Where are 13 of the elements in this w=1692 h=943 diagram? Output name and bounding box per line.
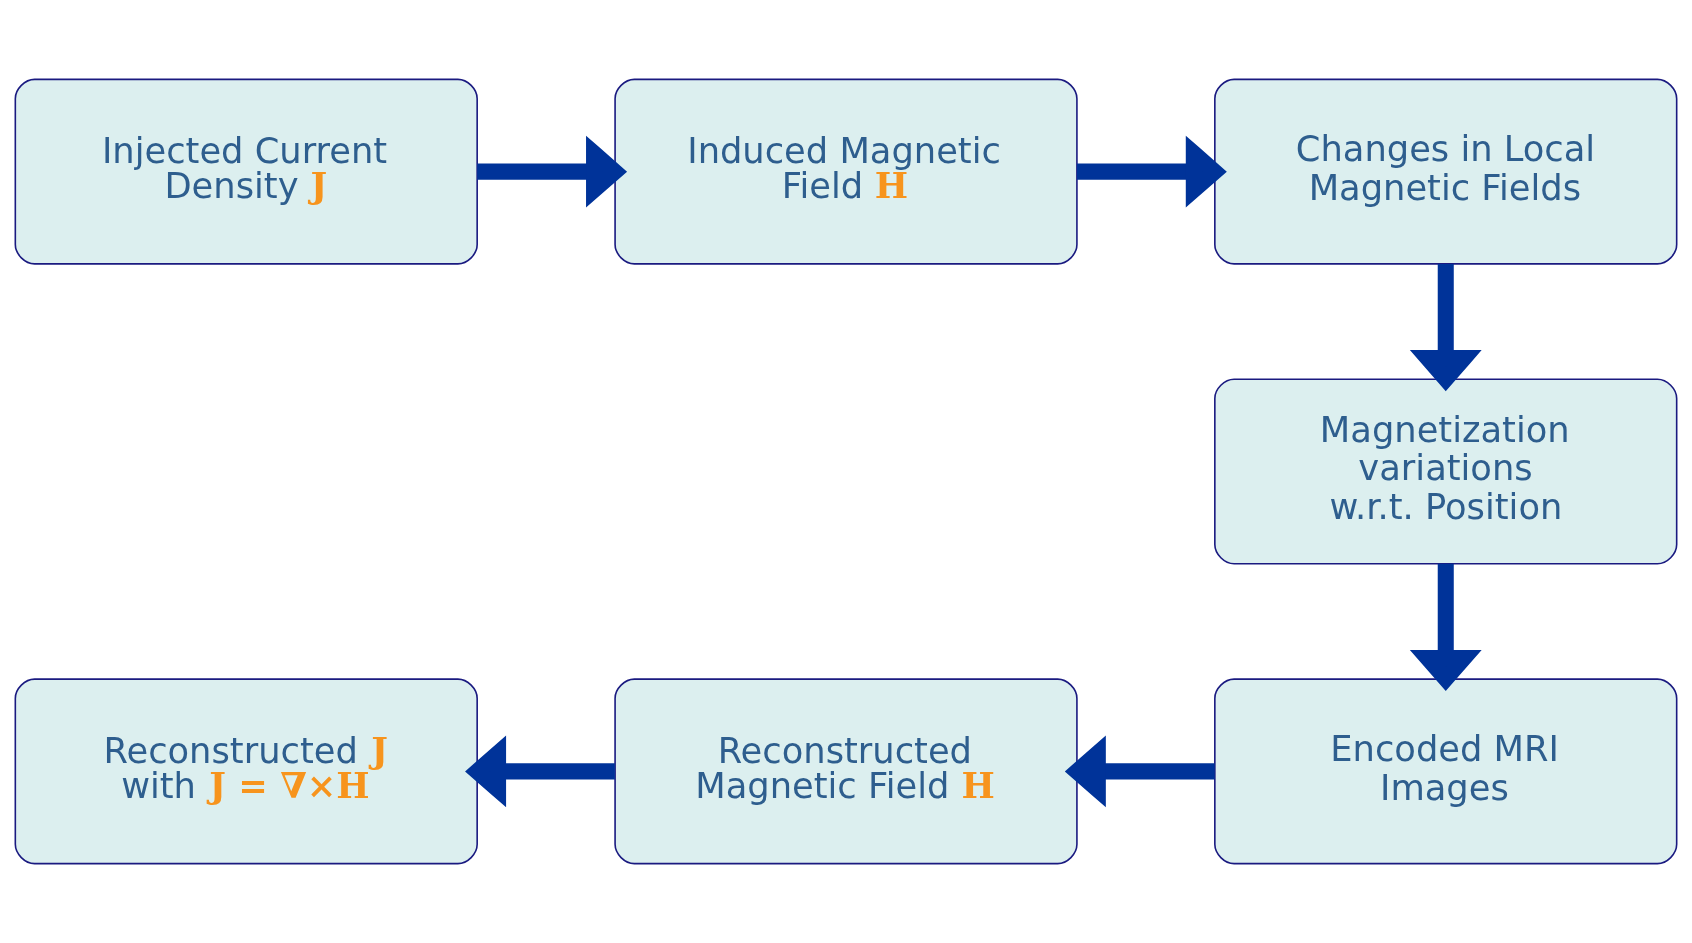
- arrow: [1076, 135, 1227, 208]
- node-box: Injected Current Density J: [14, 78, 478, 265]
- node-box: Reconstructed J with J = ∇×H: [14, 678, 478, 865]
- arrow: [465, 735, 615, 808]
- node-box: Magnetization variations w.r.t. Position: [1214, 378, 1678, 565]
- node-box: Induced Magnetic Field H: [614, 78, 1078, 265]
- node-box: Changes in Local Magnetic Fields: [1214, 78, 1678, 265]
- node-box: Encoded MRI Images: [1214, 678, 1678, 865]
- arrow: [1409, 563, 1482, 691]
- arrow: [1409, 263, 1482, 392]
- arrow: [1064, 735, 1215, 808]
- arrow: [477, 135, 628, 208]
- node-box: Reconstructed Magnetic Field H: [614, 678, 1078, 865]
